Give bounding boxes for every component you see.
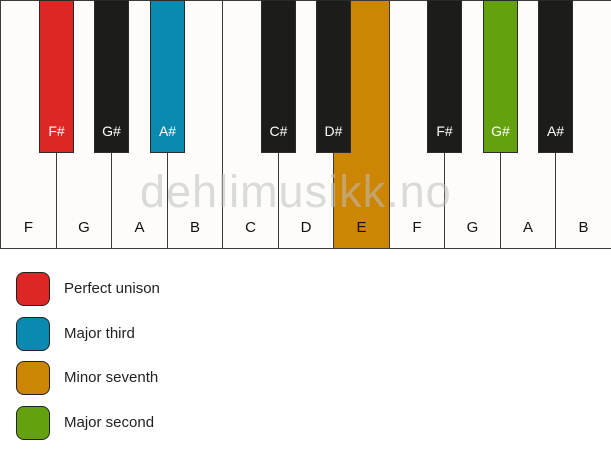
- key-label: G: [78, 219, 90, 236]
- black-key-g-sharp[interactable]: G#: [483, 0, 518, 153]
- color-swatch: [16, 361, 50, 395]
- black-key-c-sharp[interactable]: C#: [261, 0, 296, 153]
- key-label: G: [466, 219, 479, 236]
- key-label: F: [412, 219, 422, 236]
- key-label: C: [245, 219, 256, 236]
- key-label: A: [522, 219, 533, 236]
- legend-item: Major second: [16, 406, 316, 440]
- legend-label: Major second: [64, 414, 155, 431]
- key-label: C#: [269, 123, 288, 139]
- legend-label: Perfect unison: [64, 280, 160, 297]
- black-key-a-sharp[interactable]: A#: [538, 0, 573, 153]
- black-key-d-sharp[interactable]: D#: [316, 0, 351, 153]
- key-label: G#: [491, 123, 510, 139]
- black-key-g-sharp[interactable]: G#: [94, 0, 129, 153]
- key-label: F#: [48, 123, 65, 139]
- key-label: F#: [436, 123, 453, 139]
- key-label: A#: [546, 123, 565, 139]
- black-key-f-sharp[interactable]: F#: [427, 0, 462, 153]
- color-swatch: [16, 272, 50, 306]
- piano-keyboard: F G A B C D E F G A B F# G# A# C# D# F# G# A#: [0, 0, 611, 249]
- black-key-a-sharp[interactable]: A#: [150, 0, 185, 153]
- black-key-f-sharp[interactable]: F#: [39, 0, 74, 153]
- legend-label: Minor seventh: [64, 369, 159, 386]
- color-swatch: [16, 406, 50, 440]
- key-label: F: [23, 219, 34, 236]
- legend-item: Perfect unison: [16, 272, 316, 306]
- color-swatch: [16, 317, 50, 351]
- key-label: E: [356, 219, 367, 236]
- key-label: G#: [102, 123, 121, 139]
- key-label: B: [578, 219, 589, 236]
- legend-item: Major third: [16, 317, 316, 351]
- legend-label: Major third: [64, 325, 135, 342]
- key-label: B: [189, 219, 200, 236]
- key-label: D#: [324, 123, 343, 139]
- legend-item: Minor seventh: [16, 361, 316, 395]
- key-label: A: [134, 219, 145, 236]
- key-label: D: [300, 219, 312, 236]
- key-label: A#: [158, 123, 177, 139]
